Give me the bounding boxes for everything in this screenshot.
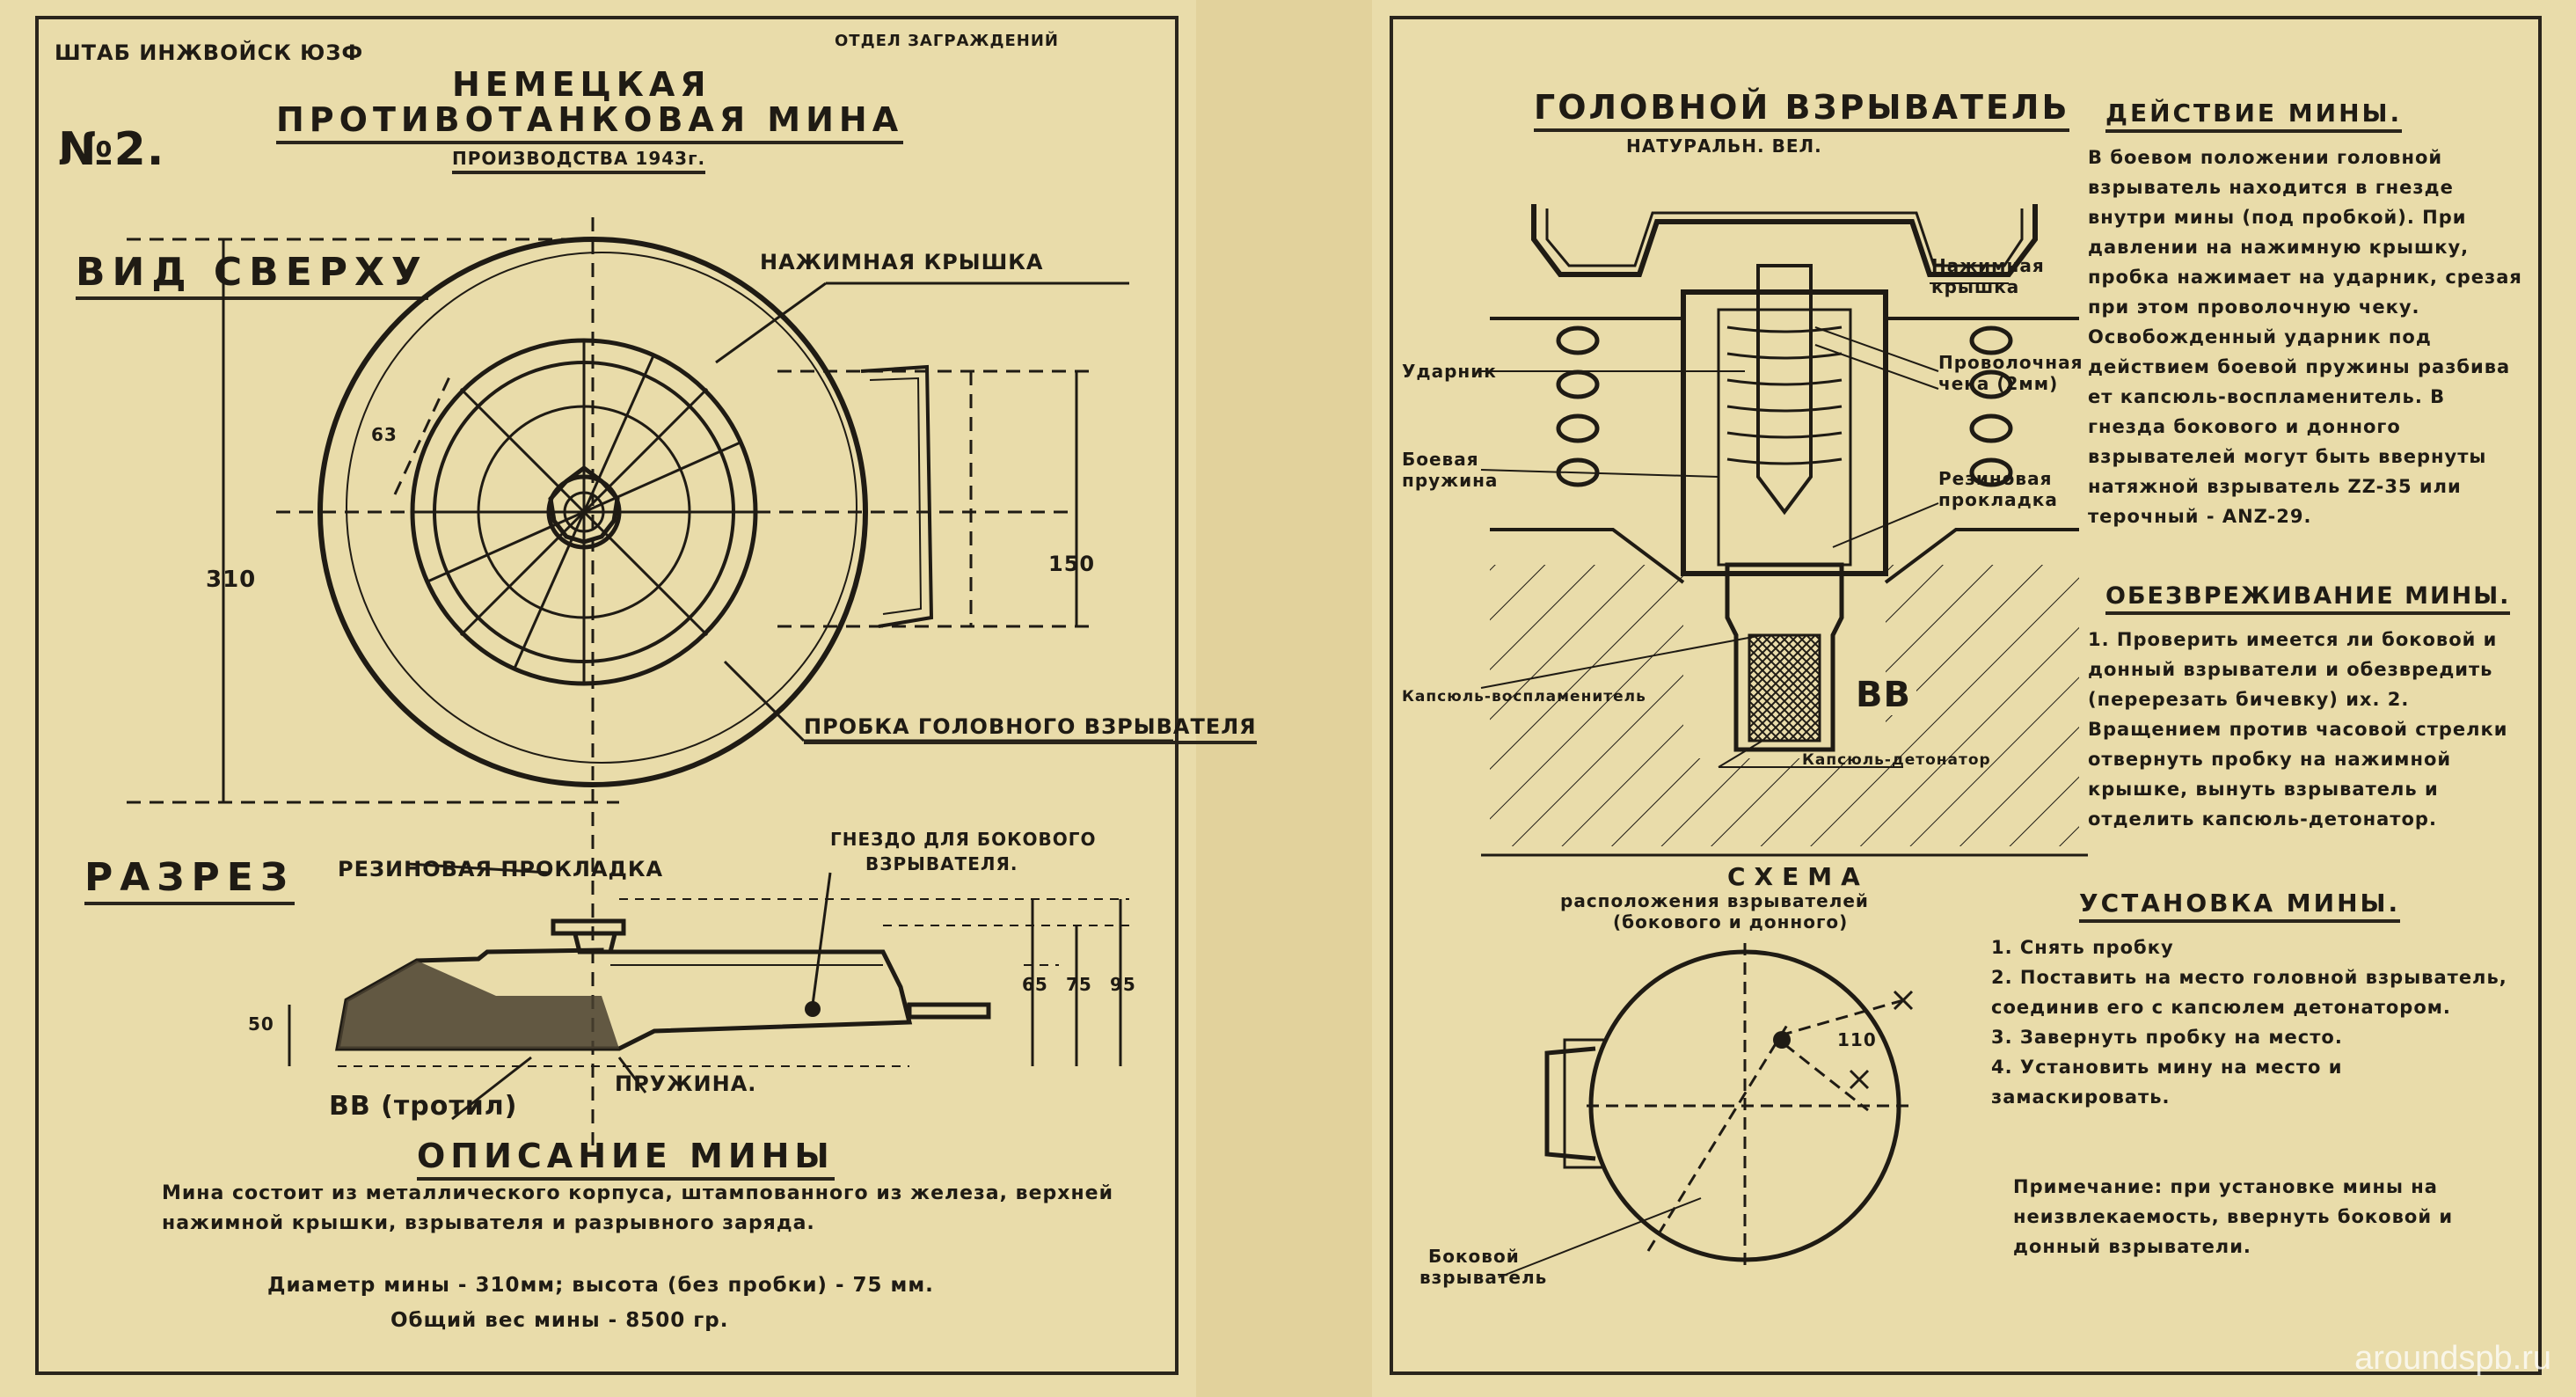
dim-310: 310 — [206, 567, 257, 593]
label-igniter-cap: Капсюль-воспламенитель — [1402, 688, 1646, 706]
title-line1: НЕМЕЦКАЯ — [452, 65, 712, 104]
callout-side-socket-2: ВЗРЫВАТЕЛЯ. — [865, 853, 1018, 874]
label-detonator: Капсюль-детонатор — [1802, 751, 1991, 769]
action-title: ДЕЙСТВИЕ МИНЫ. — [2105, 99, 2403, 133]
dim-150: 150 — [1048, 552, 1096, 576]
header-right: ОТДЕЛ ЗАГРАЖДЕНИЙ — [835, 32, 1059, 50]
specs-line2: Общий вес мины - 8500 гр. — [390, 1309, 729, 1332]
label-wire-pin-2: чека (2мм) — [1938, 373, 2059, 394]
label-side-fuze-2: взрыватель — [1419, 1267, 1548, 1288]
label-striker: Ударник — [1402, 361, 1497, 382]
dim-63: 63 — [371, 424, 398, 445]
specs-line1: Диаметр мины - 310мм; высота (без пробки… — [267, 1274, 934, 1297]
install-note: Примечание: при установке мины на неизвл… — [2013, 1176, 2454, 1257]
scheme-subtitle-2: (бокового и донного) — [1613, 911, 1849, 933]
dim-95: 95 — [1110, 974, 1136, 995]
install-title: УСТАНОВКА МИНЫ. — [2079, 889, 2401, 923]
callout-spring: ПРУЖИНА. — [615, 1072, 757, 1096]
sheet-number: №2. — [58, 123, 165, 176]
install-step: 1. Снять пробку — [1991, 937, 2174, 958]
header-left: ШТАБ ИНЖВОЙСК ЮЗФ — [55, 40, 364, 65]
defuse-text: 1. Проверить имеется ли боковой и донный… — [2088, 629, 2508, 830]
label-wire-pin-1: Проволочная — [1938, 352, 2083, 373]
callout-explosive: ВВ (тротил) — [329, 1091, 518, 1122]
callout-side-socket-1: ГНЕЗДО ДЛЯ БОКОВОГО — [830, 829, 1097, 850]
fuze-title: ГОЛОВНОЙ ВЗРЫВАТЕЛЬ — [1534, 88, 2070, 132]
defuse-title: ОБЕЗВРЕЖИВАНИЕ МИНЫ. — [2105, 582, 2511, 615]
title-line2: ПРОТИВОТАНКОВАЯ МИНА — [276, 100, 904, 144]
scheme-subtitle-1: расположения взрывателей — [1560, 890, 1869, 911]
label-side-fuze-1: Боковой — [1428, 1246, 1520, 1267]
watermark: aroundspb.ru — [2354, 1340, 2551, 1377]
fuze-drawing — [1480, 204, 2088, 1278]
label-rubber-gasket-1: Резиновая — [1938, 468, 2053, 489]
callout-pressure-cover: НАЖИМНАЯ КРЫШКА — [760, 250, 1044, 274]
label-pressure-cover-2: крышка — [1931, 276, 2020, 297]
scheme-dim-110: 110 — [1837, 1029, 1877, 1050]
label-main-spring-1: Боевая — [1402, 449, 1479, 470]
callout-fuze-plug: ПРОБКА ГОЛОВНОГО ВЗРЫВАТЕЛЯ — [804, 714, 1257, 744]
label-main-spring-2: пружина — [1402, 470, 1499, 491]
page-spread-gap — [1196, 0, 1372, 1397]
action-text: В боевом положении головной взрыватель н… — [2088, 147, 2522, 527]
dim-50: 50 — [248, 1013, 274, 1035]
install-step: 3. Завернуть пробку на место. — [1991, 1027, 2343, 1048]
label-explosive: ВВ — [1850, 675, 1916, 715]
callout-rubber-gasket: РЕЗИНОВАЯ ПРОКЛАДКА — [338, 857, 664, 881]
section-label: РАЗРЕЗ — [84, 855, 296, 905]
install-steps: 1. Снять пробку 2. Поставить на место го… — [1991, 933, 2528, 1112]
install-step: 4. Установить мину на место и замаскиров… — [1991, 1057, 2343, 1108]
label-rubber-gasket-2: прокладка — [1938, 489, 2058, 510]
right-sheet: ГОЛОВНОЙ ВЗРЫВАТЕЛЬ НАТУРАЛЬН. ВЕЛ. — [1390, 16, 2542, 1375]
fuze-subtitle: НАТУРАЛЬН. ВЕЛ. — [1626, 135, 1822, 157]
top-view-label: ВИД СВЕРХУ — [76, 250, 428, 300]
scheme-title: СХЕМА — [1727, 862, 1869, 891]
title-line3: ПРОИЗВОДСТВА 1943г. — [452, 148, 706, 174]
left-sheet: ШТАБ ИНЖВОЙСК ЮЗФ ОТДЕЛ ЗАГРАЖДЕНИЙ №2. … — [35, 16, 1257, 1375]
label-pressure-cover-1: Нажимная — [1931, 255, 2045, 276]
description-text: Мина состоит из металлического корпуса, … — [162, 1182, 1113, 1234]
description-title: ОПИСАНИЕ МИНЫ — [417, 1137, 835, 1181]
dim-75: 75 — [1066, 974, 1092, 995]
install-step: 2. Поставить на место головной взрывател… — [1991, 967, 2507, 1018]
dim-65: 65 — [1022, 974, 1048, 995]
mine-drawing — [127, 217, 1173, 1145]
